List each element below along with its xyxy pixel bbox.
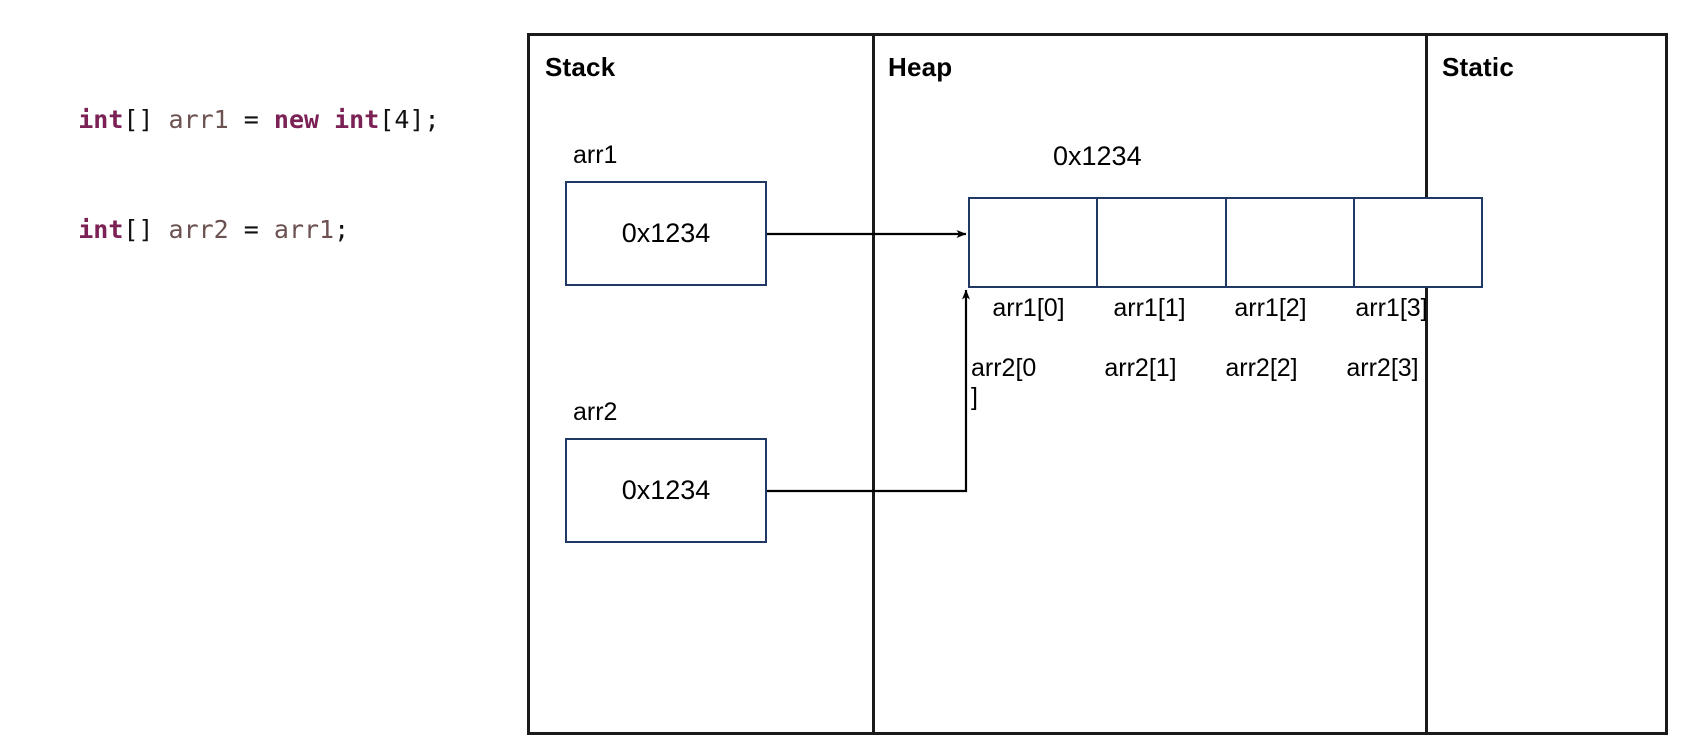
heap-object-address: 0x1234 — [1053, 141, 1142, 171]
heap-static-divider — [1425, 36, 1428, 732]
stack-variable-label-arr1: arr1 — [573, 141, 618, 169]
code-token-identifier-2: arr2 — [168, 215, 229, 244]
stack-variable-box-arr2: 0x1234 — [565, 438, 767, 543]
heap-array-cell-1 — [1098, 199, 1227, 286]
arrow-arr2-to-heap — [767, 289, 970, 493]
code-token-identifier: arr1 — [168, 105, 229, 134]
code-token-close-semicolon: ]; — [409, 105, 440, 134]
code-token-assign: = — [228, 105, 274, 134]
code-token-space — [319, 105, 334, 134]
code-token-brackets-2: [] — [123, 215, 169, 244]
heap-index-labels-arr1: arr1[0] arr1[1] arr1[2] arr1[3] — [968, 294, 1508, 323]
index-label-arr2-2: arr2[2] — [1225, 354, 1298, 382]
stack-heap-divider — [872, 36, 875, 732]
index-label-arr1-1: arr1[1] — [1113, 294, 1186, 322]
index-label-arr1-2: arr1[2] — [1234, 294, 1307, 322]
memory-diagram: Stack Heap Static arr1 0x1234 arr2 0x123… — [527, 33, 1668, 735]
index-label-arr2-3: arr2[3] — [1346, 354, 1419, 382]
code-line-2: int[] arr2 = arr1; — [18, 192, 518, 242]
heap-array — [968, 197, 1483, 288]
code-token-type: int — [334, 105, 380, 134]
code-snippet: int[] arr1 = new int[4]; int[] arr2 = ar… — [18, 32, 518, 277]
code-token-keyword: int — [78, 105, 124, 134]
heap-array-cell-2 — [1227, 199, 1355, 286]
static-region-title: Static — [1442, 52, 1515, 82]
stack-variable-label-arr2: arr2 — [573, 398, 618, 426]
code-token-semicolon-2: ; — [334, 215, 350, 244]
stack-variable-box-arr1: 0x1234 — [565, 181, 767, 286]
code-token-new: new — [273, 105, 320, 134]
index-label-arr2-1: arr2[1] — [1104, 354, 1177, 382]
code-line-1: int[] arr1 = new int[4]; — [18, 82, 518, 132]
stack-region-title: Stack — [545, 52, 616, 82]
heap-array-cell-3 — [1355, 199, 1481, 286]
index-label-arr2-0: arr2[0 ] — [971, 354, 1037, 411]
code-token-assign-2: = — [228, 215, 274, 244]
index-label-arr1-0: arr1[0] — [992, 294, 1065, 322]
heap-index-labels-arr2: arr2[0 ] arr2[1] arr2[2] arr2[3] — [968, 354, 1508, 412]
heap-region-title: Heap — [888, 52, 953, 82]
code-token-size: 4 — [394, 105, 410, 134]
code-token-keyword-2: int — [78, 215, 124, 244]
code-token-rhs-2: arr1 — [273, 215, 335, 244]
code-token-open-bracket: [ — [379, 105, 395, 134]
heap-array-cell-0 — [970, 199, 1099, 286]
index-label-arr1-3: arr1[3] — [1355, 294, 1428, 322]
code-token-brackets: [] — [123, 105, 169, 134]
